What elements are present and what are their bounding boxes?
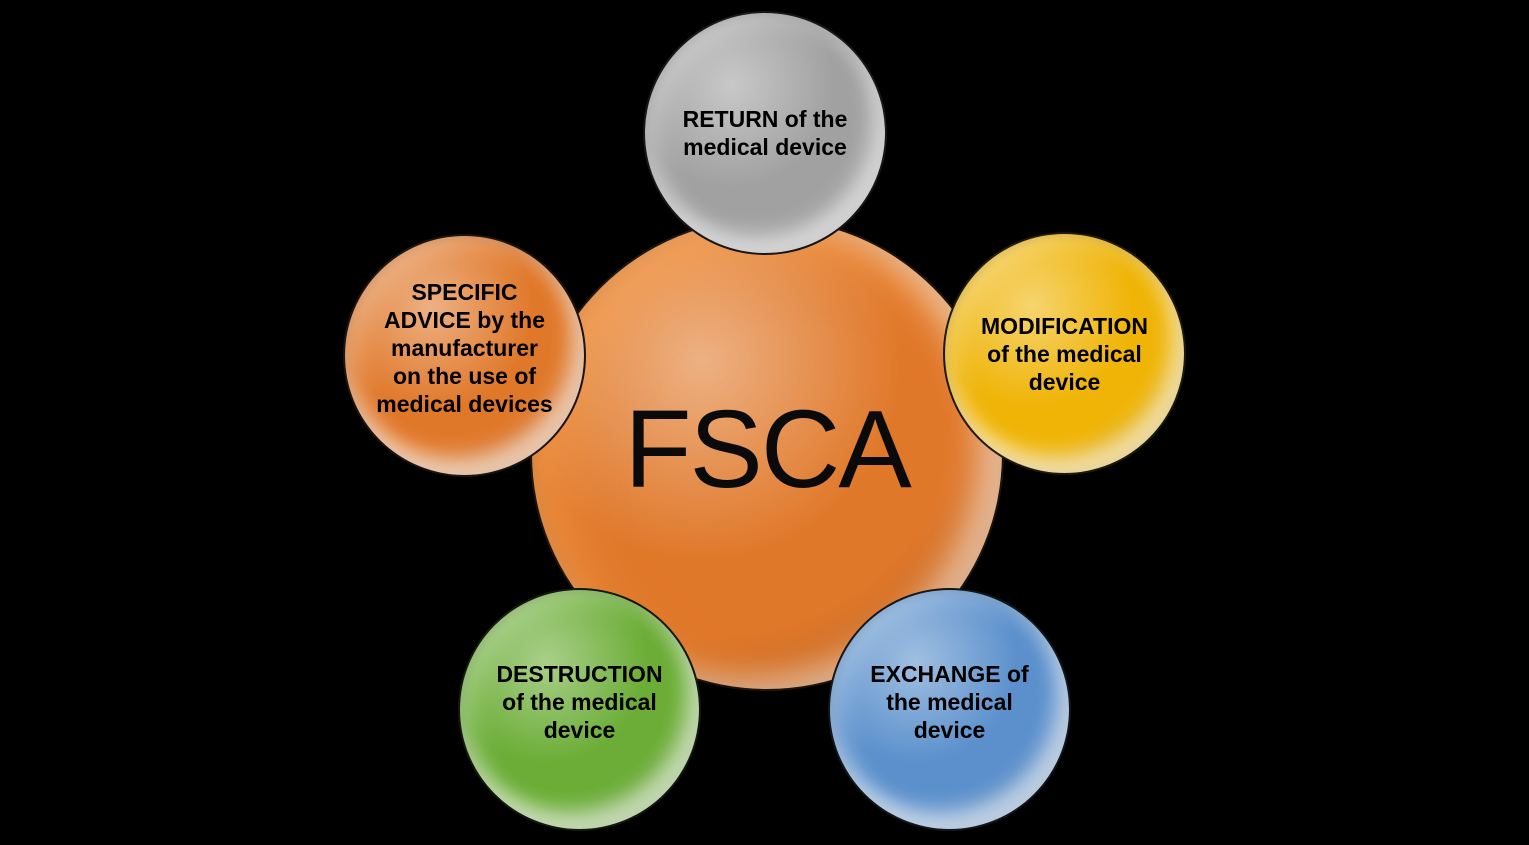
node-destruction-line: DESTRUCTION xyxy=(496,660,663,687)
node-specific-advice-label: SPECIFIC ADVICE by the manufacturer on t… xyxy=(360,278,570,418)
node-modification-circle: MODIFICATION of the medical device xyxy=(943,232,1186,475)
node-exchange-line: EXCHANGE of xyxy=(870,660,1029,687)
node-specific-advice-line: SPECIFIC xyxy=(411,278,518,305)
node-exchange-circle: EXCHANGE of the medical device xyxy=(828,588,1071,831)
node-specific-advice-line: ADVICE by the xyxy=(383,306,546,333)
node-modification-label: MODIFICATION of the medical device xyxy=(960,312,1170,396)
node-specific-advice-line: manufacturer xyxy=(391,334,538,361)
node-specific-advice-circle: SPECIFIC ADVICE by the manufacturer on t… xyxy=(343,234,586,477)
node-specific-advice-line: medical devices xyxy=(376,390,553,417)
node-modification-line: of the medical xyxy=(987,340,1142,367)
node-exchange-label: EXCHANGE of the medical device xyxy=(845,660,1055,744)
node-return-line: medical device xyxy=(683,134,847,160)
node-modification-line: device xyxy=(1028,368,1101,395)
node-exchange-line: device xyxy=(913,716,986,743)
node-specific-advice-line: on the use of xyxy=(392,362,537,389)
node-modification-line: MODIFICATION xyxy=(981,312,1148,339)
node-destruction-label: DESTRUCTION of the medical device xyxy=(475,660,685,744)
node-return-line: RETURN of the xyxy=(682,106,848,132)
node-destruction-circle: DESTRUCTION of the medical device xyxy=(458,588,701,831)
fsca-center-label: FSCA xyxy=(624,388,911,511)
node-destruction-line: device xyxy=(543,716,616,743)
node-return-circle: RETURN of the medical device xyxy=(643,11,887,255)
node-exchange-line: the medical xyxy=(886,688,1013,715)
node-destruction-line: of the medical xyxy=(502,688,657,715)
node-return-label: RETURN of the medical device xyxy=(660,105,870,161)
